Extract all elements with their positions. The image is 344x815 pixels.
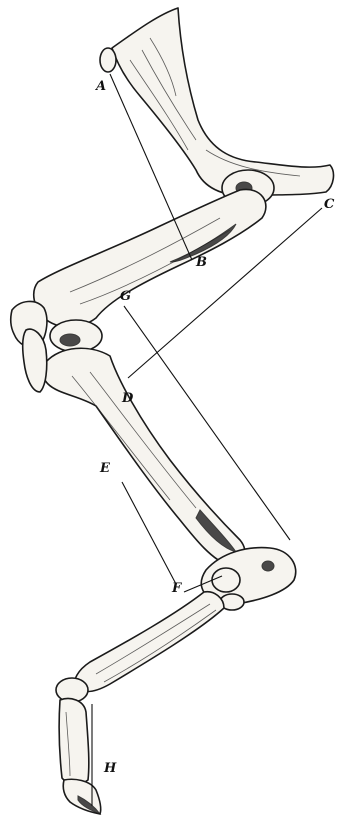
label-c: C <box>324 198 334 211</box>
label-a: A <box>96 80 106 93</box>
cannon-bone <box>75 592 224 692</box>
tibia-bone <box>23 329 245 566</box>
label-e: E <box>100 462 110 475</box>
pelvis-bone <box>100 8 333 206</box>
femur-bone <box>34 189 266 327</box>
label-h: H <box>104 762 116 775</box>
label-f: F <box>172 582 181 595</box>
label-d: D <box>122 392 133 405</box>
label-b: B <box>196 256 207 269</box>
hoof-bone <box>63 779 101 814</box>
label-g: G <box>120 290 131 303</box>
pastern-bones <box>56 678 89 784</box>
